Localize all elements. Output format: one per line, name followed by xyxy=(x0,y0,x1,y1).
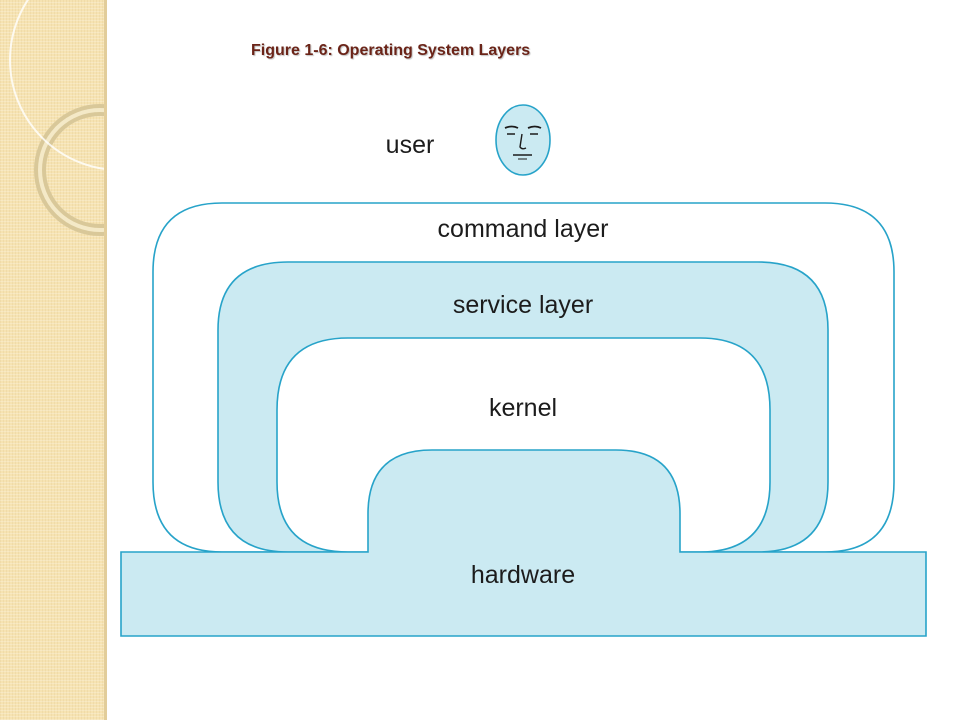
user-label: user xyxy=(386,131,435,159)
decorative-side-strip xyxy=(0,0,107,720)
command-layer-label: command layer xyxy=(438,215,609,243)
service-layer-label: service layer xyxy=(453,291,593,319)
decorative-circles xyxy=(9,0,104,236)
figure-title: Figure 1-6: Operating System Layers xyxy=(251,42,531,59)
kernel-label: kernel xyxy=(489,394,557,422)
face-icon xyxy=(495,104,551,176)
hardware-label: hardware xyxy=(471,561,575,589)
hardware-shape xyxy=(120,449,927,637)
